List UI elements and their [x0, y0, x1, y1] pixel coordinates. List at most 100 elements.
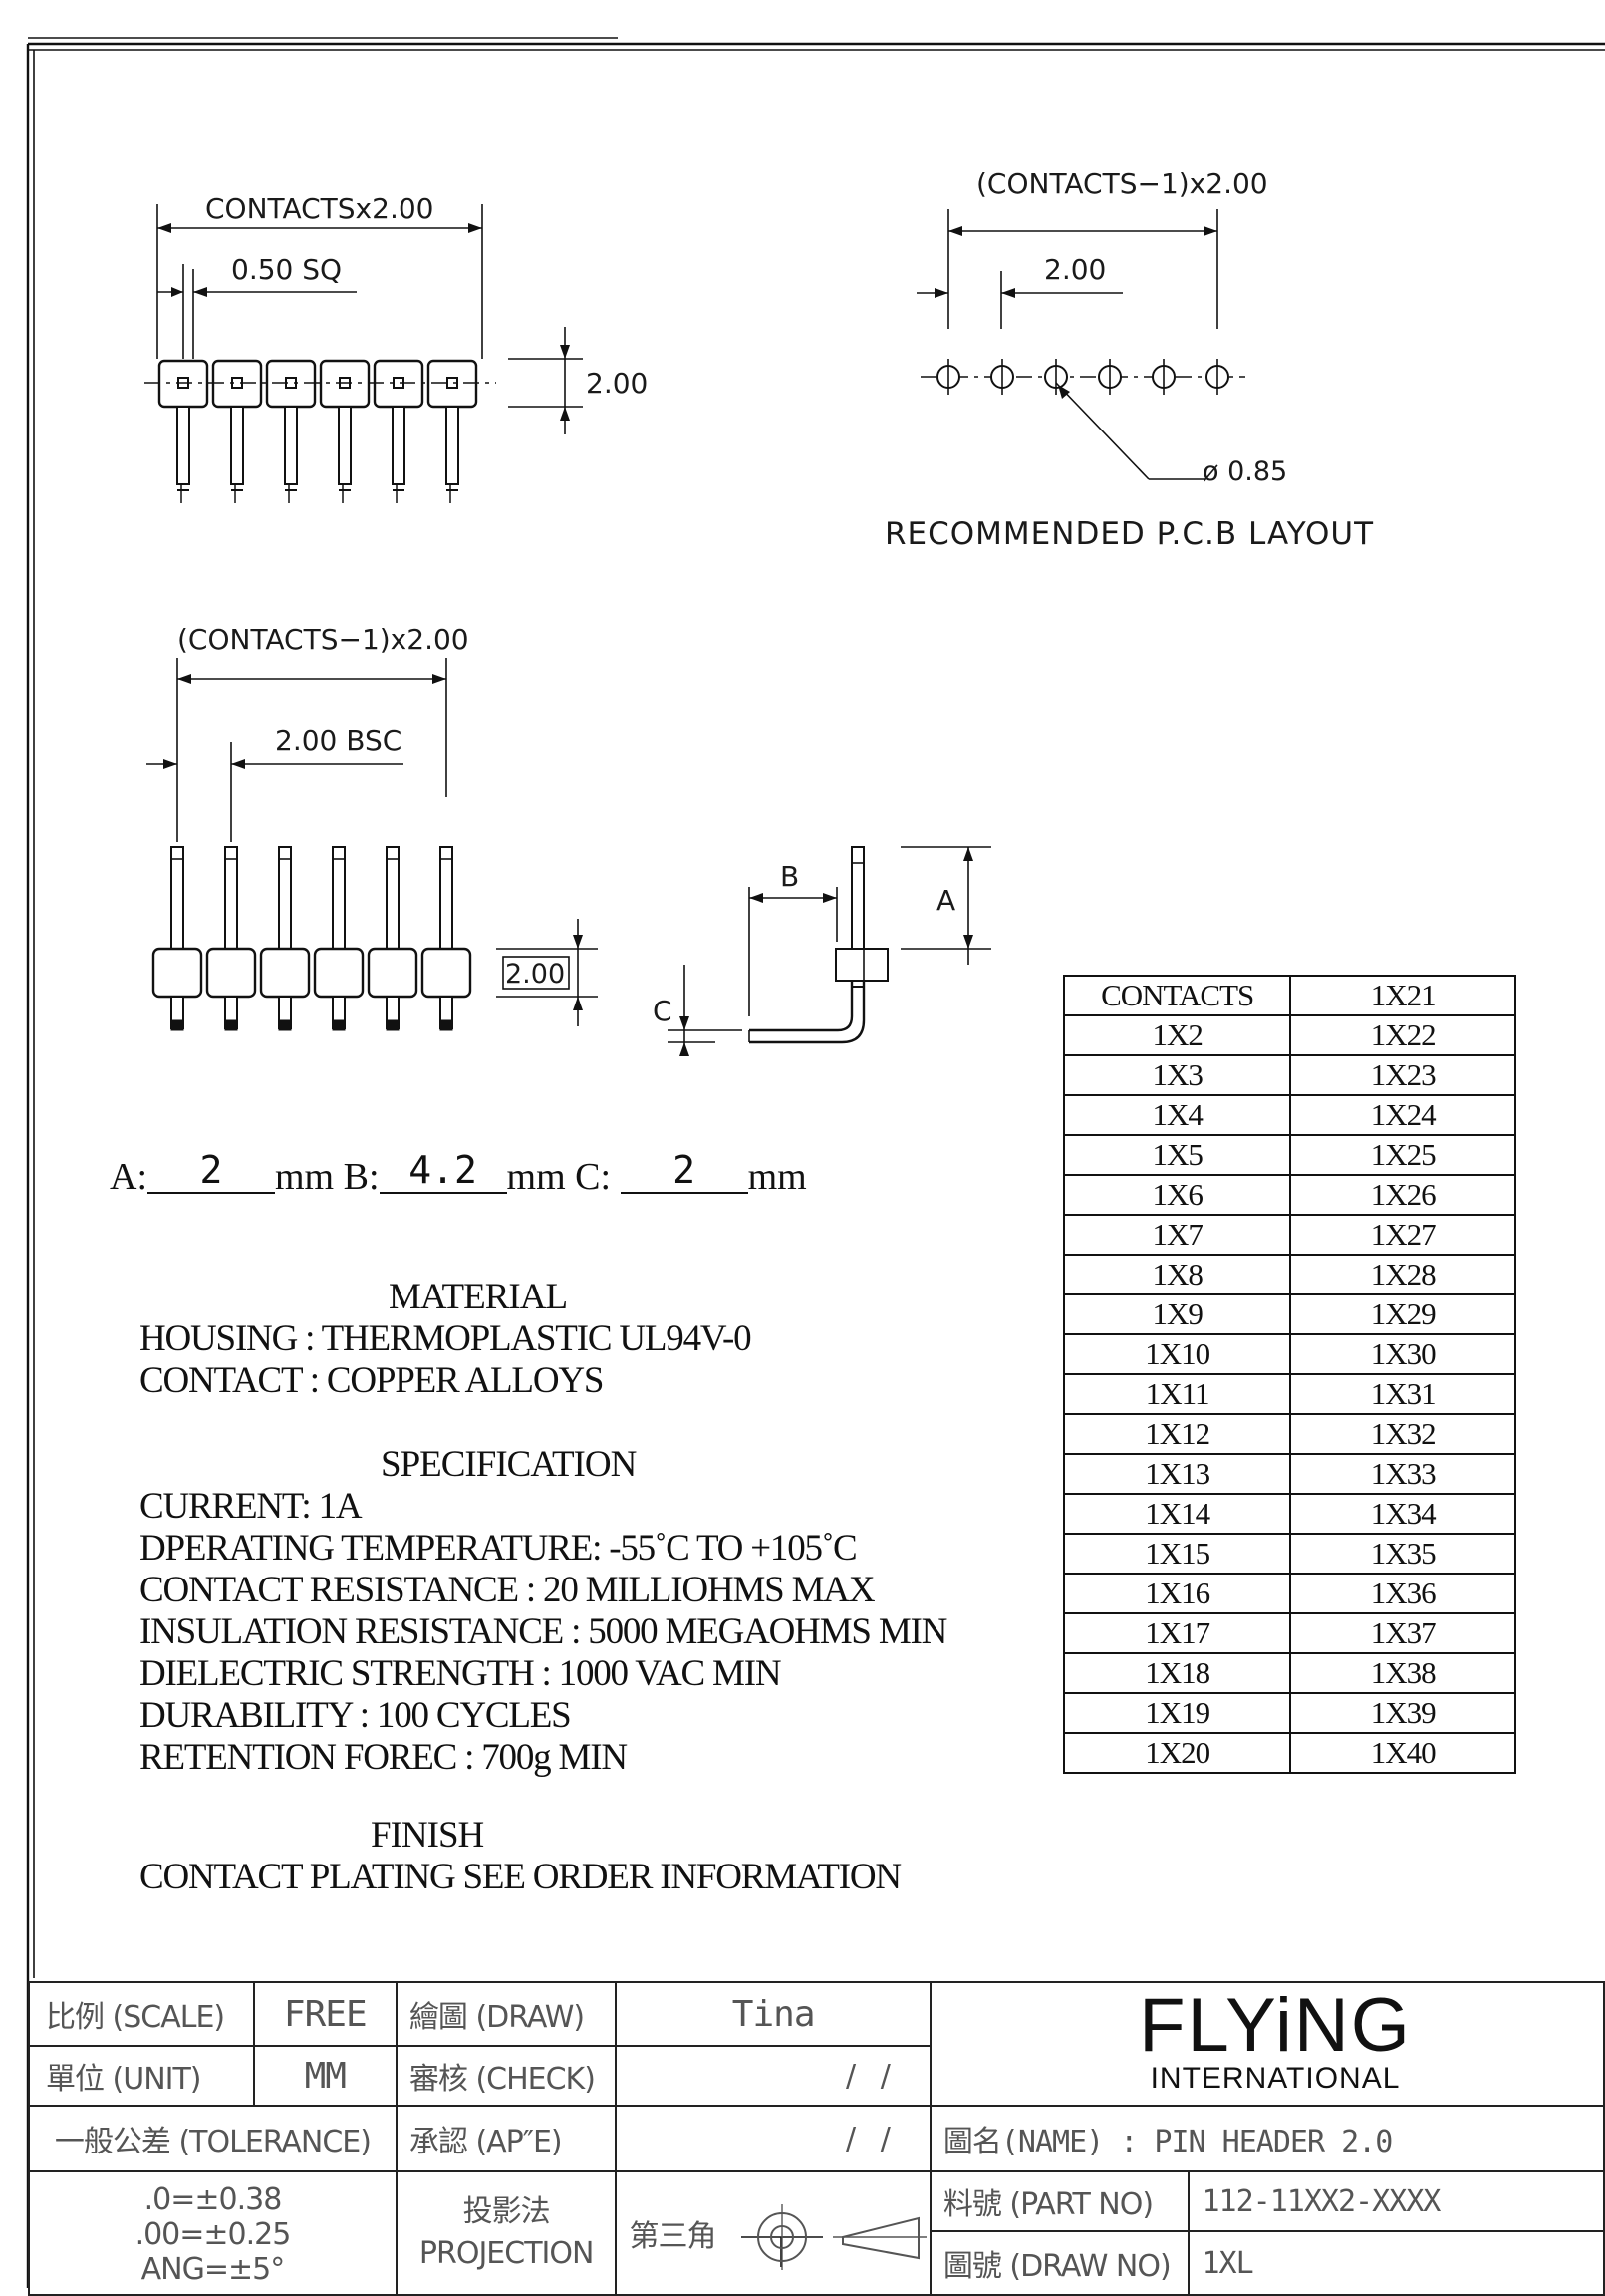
tolerance-label: 一般公差 (TOLERANCE): [28, 2105, 398, 2172]
contacts-cell: 1X26: [1289, 1174, 1516, 1216]
contacts-cell: 1X36: [1289, 1573, 1516, 1614]
contacts-cell: 1X30: [1289, 1333, 1516, 1375]
part-label: 料號 (PART NO): [929, 2170, 1191, 2232]
front-pin-upper: [278, 846, 292, 950]
contacts-cell: 1X40: [1289, 1732, 1516, 1774]
unit-label: 單位 (UNIT): [28, 2045, 255, 2107]
contacts-cell: 1X32: [1289, 1413, 1516, 1455]
contacts-cell: 1X7: [1062, 1214, 1292, 1256]
draw-value: Tina: [615, 1981, 932, 2047]
contacts-cell: 1X22: [1289, 1014, 1516, 1056]
logo-sub: INTERNATIONAL: [1150, 2062, 1401, 2095]
material-housing: HOUSING : THERMOPLASTIC UL94V-0: [139, 1318, 752, 1359]
pcb-layout-caption: RECOMMENDED P.C.B LAYOUT: [885, 516, 1374, 552]
top-pin-tail: [284, 406, 298, 485]
name-cell: 圖名(NAME) : PIN HEADER 2.0: [929, 2105, 1605, 2172]
front-pin-upper: [386, 846, 400, 950]
contacts-cell: 1X10: [1062, 1333, 1292, 1375]
contacts-cell: 1X4: [1062, 1094, 1292, 1136]
contacts-cell: 1X27: [1289, 1214, 1516, 1256]
tolerance-1: .0=±0.38: [143, 2181, 283, 2217]
contacts-cell: 1X16: [1062, 1573, 1292, 1614]
top-pin-tail: [392, 406, 405, 485]
contacts-cell: 1X8: [1062, 1254, 1292, 1295]
contacts-cell: 1X39: [1289, 1692, 1516, 1734]
top-width-dim: CONTACTSx2.00: [205, 192, 433, 225]
front-pin-end: [278, 1019, 292, 1031]
logo-cell: [929, 1981, 1605, 2107]
tolerance-values: .0=±0.38 .00=±0.25 ANG=±5°: [28, 2170, 398, 2296]
draw-label: 繪圖 (DRAW): [395, 1981, 618, 2047]
projection-cn: 投影法: [462, 2194, 551, 2229]
b-label: B:: [343, 1156, 380, 1198]
front-pin-end: [439, 1019, 453, 1031]
tolerance-2: .00=±0.25: [134, 2216, 292, 2252]
projection-cell: 投影法 PROJECTION: [395, 2170, 618, 2296]
specification-line: INSULATION RESISTANCE : 5000 MEGAOHMS MI…: [139, 1611, 947, 1652]
contacts-cell: 1X12: [1062, 1413, 1292, 1455]
front-pitch-dim: 2.00 BSC: [275, 724, 401, 757]
front-pin-end: [224, 1019, 238, 1031]
c-value: 2: [620, 1148, 748, 1194]
specification-title: SPECIFICATION: [381, 1444, 637, 1485]
unit-value: MM: [252, 2045, 398, 2107]
a-value: 2: [147, 1148, 275, 1194]
contacts-cell: 1X13: [1062, 1453, 1292, 1495]
name-value: PIN HEADER 2.0: [1154, 2125, 1393, 2159]
pin-size-dim: 0.50 SQ: [231, 253, 342, 286]
front-housing-segment: [367, 947, 418, 999]
side-label-a: A: [936, 884, 955, 917]
contacts-cell: 1X29: [1289, 1293, 1516, 1335]
contacts-cell: 1X11: [1062, 1373, 1292, 1415]
contacts-cell: 1X34: [1289, 1493, 1516, 1535]
finish-title: FINISH: [371, 1815, 484, 1856]
front-view-drawing: (CONTACTS−1)x2.00 2.00 BSC 2.00: [146, 623, 598, 1031]
front-housing-segment: [205, 947, 257, 999]
check-value: / /: [615, 2045, 932, 2107]
specification-line: DPERATING TEMPERATURE: -55˚C TO +105˚C: [139, 1528, 858, 1569]
contacts-cell: 1X9: [1062, 1293, 1292, 1335]
contacts-cell: 1X17: [1062, 1612, 1292, 1654]
material-contact: CONTACT : COPPER ALLOYS: [139, 1360, 604, 1401]
approve-value: / /: [615, 2105, 932, 2172]
front-pin-upper: [170, 846, 184, 950]
name-label: 圖名(NAME) :: [942, 2125, 1138, 2159]
top-pin-tail: [230, 406, 244, 485]
material-title: MATERIAL: [389, 1277, 568, 1317]
pcb-pitch-dim: 2.00: [1044, 253, 1106, 286]
approve-label: 承認 (AP″E): [395, 2105, 618, 2172]
front-total-dim: (CONTACTS−1)x2.00: [177, 623, 469, 656]
side-view-drawing: B A C: [653, 846, 991, 1056]
scale-label: 比例 (SCALE): [28, 1981, 255, 2047]
front-pin-upper: [332, 846, 346, 950]
front-pin-end: [170, 1019, 184, 1031]
sheet-border: [26, 37, 1605, 2288]
specification-line: DIELECTRIC STRENGTH : 1000 VAC MIN: [139, 1653, 782, 1694]
drawno-value: 1XL: [1188, 2230, 1605, 2296]
top-view-drawing: CONTACTSx2.00 0.50 SQ 2.00: [144, 192, 648, 503]
front-housing-segment: [259, 947, 311, 999]
front-height-dim: 2.00: [505, 959, 565, 990]
finish-text: CONTACT PLATING SEE ORDER INFORMATION: [139, 1857, 902, 1897]
specification-line: DURABILITY : 100 CYCLES: [139, 1695, 572, 1736]
tolerance-3: ANG=±5°: [140, 2251, 286, 2287]
front-housing-segment: [420, 947, 472, 999]
contacts-cell: 1X15: [1062, 1533, 1292, 1575]
